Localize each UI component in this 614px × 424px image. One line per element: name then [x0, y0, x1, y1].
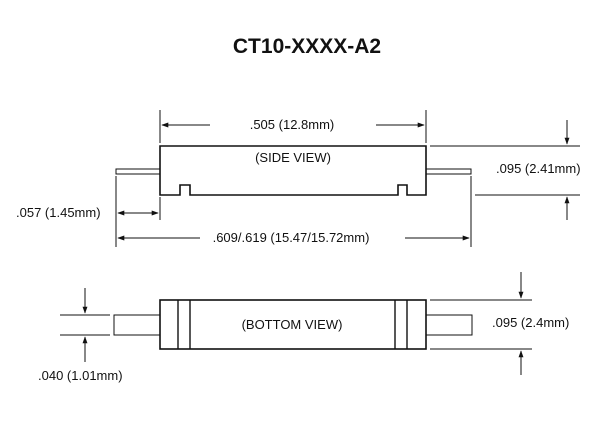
dim-height: .095 (2.41mm)	[496, 161, 581, 176]
side-view-label: (SIDE VIEW)	[255, 150, 331, 165]
dim-lead-length: .057 (1.45mm)	[16, 205, 101, 220]
drawing-title: CT10-XXXX-A2	[233, 35, 381, 58]
side-right-lead	[425, 168, 472, 175]
bottom-view-label: (BOTTOM VIEW)	[242, 317, 343, 332]
bottom-right-lead	[425, 314, 473, 336]
bottom-body	[159, 299, 427, 350]
side-view: (SIDE VIEW) .505 (12.8mm) .095 (2.41mm) …	[16, 110, 581, 247]
bottom-view: (BOTTOM VIEW) .095 (2.4mm) .040 (1.01mm)	[38, 272, 569, 383]
dim-body-length: .505 (12.8mm)	[250, 117, 335, 132]
dim-lead-width: .040 (1.01mm)	[38, 368, 123, 383]
side-left-lead	[115, 168, 161, 175]
side-body	[159, 145, 427, 196]
dim-width: .095 (2.4mm)	[492, 315, 569, 330]
bottom-left-lead	[113, 314, 161, 336]
dim-overall-length: .609/.619 (15.47/15.72mm)	[213, 230, 370, 245]
